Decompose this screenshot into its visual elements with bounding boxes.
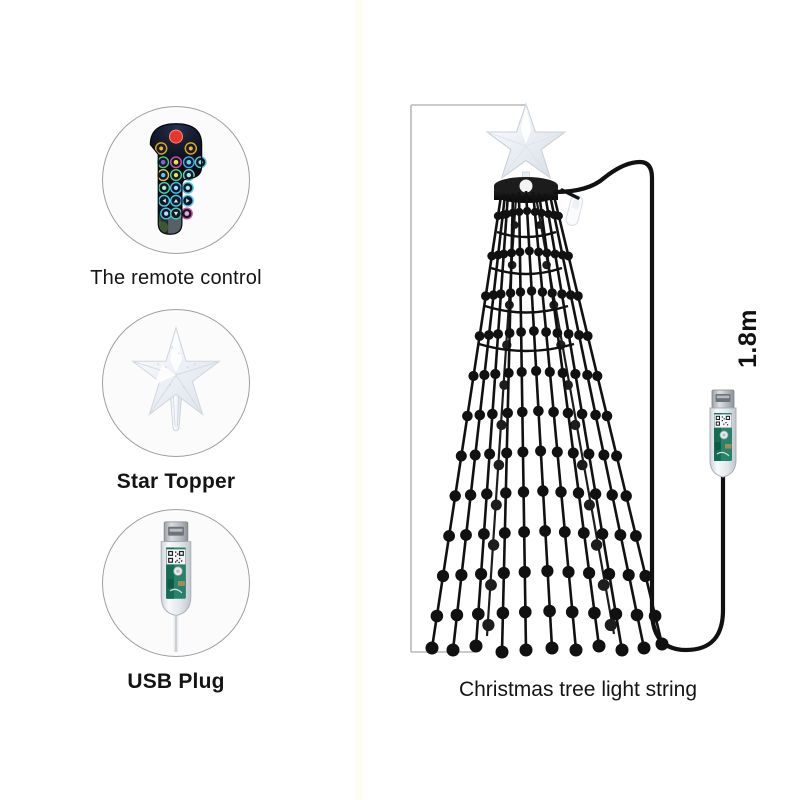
feature-remote-control[interactable]: The remote control xyxy=(0,106,352,289)
dimension-line xyxy=(410,104,526,653)
feature-label-star-topper: Star Topper xyxy=(116,470,236,493)
ir-receiver xyxy=(565,195,584,226)
power-cable xyxy=(552,159,726,653)
usb-plug-circle xyxy=(102,509,250,657)
left-feature-column: The remote control xyxy=(0,0,352,800)
cable-usb-plug xyxy=(709,389,737,478)
led-light-strings xyxy=(425,190,669,659)
star-topper-circle xyxy=(102,309,250,457)
remote-control-icon xyxy=(149,123,207,235)
string-rings xyxy=(478,230,575,353)
dimension-label: 1.8m xyxy=(734,309,762,368)
feature-star-topper[interactable]: Star Topper xyxy=(0,309,352,493)
led-string xyxy=(469,193,511,653)
panel-divider xyxy=(355,0,363,800)
usb-plug-icon xyxy=(160,521,192,653)
led-string xyxy=(515,191,533,657)
led-string xyxy=(552,195,669,651)
right-product-column: 1.8m xyxy=(356,0,800,800)
product-caption: Christmas tree light string xyxy=(458,678,698,701)
feature-label-usb-plug: USB Plug xyxy=(127,670,225,693)
led-string xyxy=(482,196,519,637)
led-string xyxy=(543,193,629,657)
star-topper-icon xyxy=(131,326,221,432)
led-string xyxy=(446,194,507,657)
feature-usb-plug[interactable]: USB Plug xyxy=(0,509,352,693)
led-string xyxy=(537,192,606,653)
led-string xyxy=(530,191,583,657)
led-string xyxy=(523,190,559,655)
christmas-tree-light-string-illustration xyxy=(410,102,737,659)
feature-label-remote-control: The remote control xyxy=(90,267,262,289)
remote-control-circle xyxy=(102,106,250,254)
